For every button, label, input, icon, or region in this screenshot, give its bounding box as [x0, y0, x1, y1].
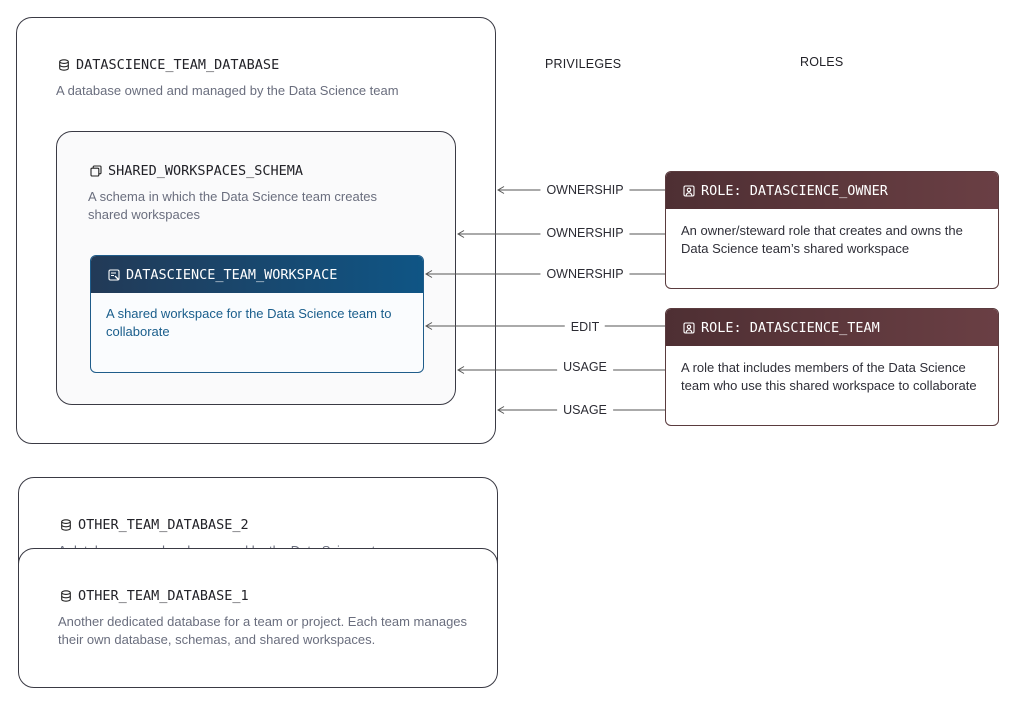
role-team-description: A role that includes members of the Data…	[681, 360, 977, 393]
role-owner-title-text: ROLE: DATASCIENCE_OWNER	[701, 183, 888, 199]
database-1-description: Another dedicated database for a team or…	[58, 614, 468, 647]
database-2-title-text: OTHER_TEAM_DATABASE_2	[78, 517, 249, 533]
privilege-label-ownership-database: OWNERSHIP	[540, 183, 630, 197]
roles-header: ROLES	[800, 55, 844, 69]
database-icon	[60, 519, 72, 531]
other-team-database-1[interactable]: OTHER_TEAM_DATABASE_1 Another dedicated …	[18, 548, 498, 688]
role-team-header	[666, 309, 998, 346]
privileges-header: PRIVILEGES	[545, 57, 622, 71]
workspace-title-text: DATASCIENCE_TEAM_WORKSPACE	[126, 267, 338, 283]
privilege-label-usage-schema: USAGE	[557, 360, 613, 374]
schema-title: SHARED_WORKSPACES_SCHEMA	[90, 163, 303, 179]
workspace-icon	[108, 269, 120, 281]
user-icon	[683, 322, 695, 334]
datascience-team-workspace[interactable]: DATASCIENCE_TEAM_WORKSPACE A shared work…	[90, 255, 424, 373]
database-2-title: OTHER_TEAM_DATABASE_2	[60, 517, 249, 533]
database-title-text: DATASCIENCE_TEAM_DATABASE	[76, 57, 280, 73]
schema-title-text: SHARED_WORKSPACES_SCHEMA	[108, 163, 304, 179]
schema-icon	[90, 165, 102, 177]
database-icon	[58, 59, 70, 71]
privilege-label-edit-workspace: EDIT	[564, 320, 606, 334]
database-1-title-text: OTHER_TEAM_DATABASE_1	[78, 588, 249, 604]
role-owner-header	[666, 172, 998, 209]
role-owner-description: An owner/steward role that creates and o…	[681, 223, 963, 256]
database-description: A database owned and managed by the Data…	[56, 83, 399, 98]
database-icon	[60, 590, 72, 602]
role-datascience-team[interactable]: ROLE: DATASCIENCE_TEAM A role that inclu…	[665, 308, 999, 426]
privilege-label-usage-database: USAGE	[557, 403, 613, 417]
schema-description: A schema in which the Data Science team …	[88, 189, 378, 222]
workspace-title: DATASCIENCE_TEAM_WORKSPACE	[108, 267, 337, 283]
workspace-header	[91, 256, 423, 293]
user-icon	[683, 185, 695, 197]
privilege-label-ownership-schema: OWNERSHIP	[540, 226, 630, 240]
role-team-title: ROLE: DATASCIENCE_TEAM	[683, 320, 880, 336]
database-1-title: OTHER_TEAM_DATABASE_1	[60, 588, 249, 604]
role-datascience-owner[interactable]: ROLE: DATASCIENCE_OWNER An owner/steward…	[665, 171, 999, 289]
role-owner-title: ROLE: DATASCIENCE_OWNER	[683, 183, 888, 199]
workspace-description: A shared workspace for the Data Science …	[106, 306, 392, 339]
privilege-label-ownership-workspace: OWNERSHIP	[540, 267, 630, 281]
database-title: DATASCIENCE_TEAM_DATABASE	[58, 57, 279, 73]
role-team-title-text: ROLE: DATASCIENCE_TEAM	[701, 320, 880, 336]
